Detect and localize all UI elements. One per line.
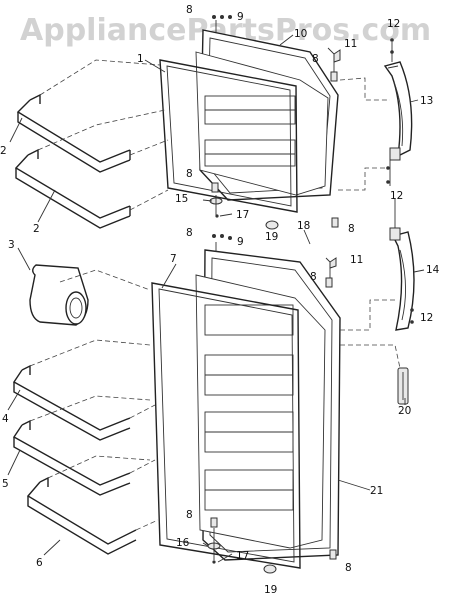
callout-8g: 8 (310, 271, 317, 283)
fresh-food-door-inner-liner (195, 274, 326, 549)
cap-11-upper (330, 49, 341, 82)
callout-8f: 8 (348, 223, 355, 235)
freezer-door-shelf-lower (14, 148, 131, 229)
hinge-pin-upper-freezer (211, 182, 219, 193)
callout-8c: 8 (186, 227, 193, 239)
callout-12c: 12 (420, 312, 433, 324)
handle-screws (386, 38, 414, 324)
callout-1: 1 (137, 53, 144, 65)
callout-4: 4 (2, 413, 9, 425)
fresh-food-door-shelf-1 (12, 364, 131, 441)
callout-8h: 8 (345, 562, 352, 574)
callout-10: 10 (294, 28, 307, 40)
assembly-guide-lines (29, 20, 401, 560)
fresh-food-door-shelf-3 (26, 476, 137, 555)
freezer-door-inner-liner (195, 51, 329, 196)
callout-15: 15 (175, 193, 188, 205)
callout-2a: 2 (0, 145, 7, 157)
callout-20: 20 (398, 405, 411, 417)
screw-17-lower (212, 560, 216, 564)
callout-5: 5 (2, 478, 9, 490)
fresh-food-door-shelf-2 (12, 419, 131, 496)
screw-17-upper (215, 214, 219, 218)
callout-12b: 12 (390, 190, 403, 202)
freezer-door-handle (383, 61, 413, 161)
freezer-door-gasket (159, 59, 298, 213)
callout-9b: 9 (237, 236, 244, 248)
fresh-food-door-gasket (151, 282, 301, 569)
callout-18: 18 (297, 220, 310, 232)
callout-11b: 11 (350, 254, 363, 266)
callout-9a: 9 (237, 11, 244, 23)
callout-21: 21 (370, 485, 383, 497)
callout-11a: 11 (344, 38, 357, 50)
callout-13: 13 (420, 95, 433, 107)
callout-17b: 17 (236, 550, 249, 562)
callout-12a: 12 (387, 18, 400, 30)
bushing-19-upper (265, 220, 279, 230)
callout-19a: 19 (265, 231, 278, 243)
callout-14: 14 (426, 264, 440, 276)
hinge-pin-lower-fresh (210, 517, 337, 560)
freezer-door-shelf-upper (16, 93, 131, 173)
handle-trim-piece (397, 367, 409, 405)
callout-8d: 8 (186, 509, 193, 521)
callout-17a: 17 (236, 209, 249, 221)
dairy-compartment (29, 264, 89, 326)
callout-8b: 8 (186, 168, 193, 180)
callout-7: 7 (170, 253, 177, 265)
cap-11-lower (325, 257, 337, 288)
leader-lines (7, 34, 425, 563)
callout-8a: 8 (186, 4, 193, 16)
callout-19b: 19 (264, 584, 277, 596)
bushing-19-lower (263, 564, 277, 574)
callout-2b: 2 (33, 223, 40, 235)
callout-16: 16 (176, 537, 190, 549)
callout-3: 3 (8, 239, 15, 251)
callout-6: 6 (36, 557, 43, 569)
fresh-food-door-handle (389, 227, 415, 331)
mid-hinge-screws (212, 234, 232, 240)
top-hinge-screws (212, 15, 232, 19)
callout-labels: 1 2 2 3 4 5 6 7 8 8 8 8 8 8 8 8 9 9 10 1… (0, 4, 440, 596)
hinge-pin-lower-freezer (331, 217, 339, 228)
callout-8e: 8 (312, 53, 319, 65)
